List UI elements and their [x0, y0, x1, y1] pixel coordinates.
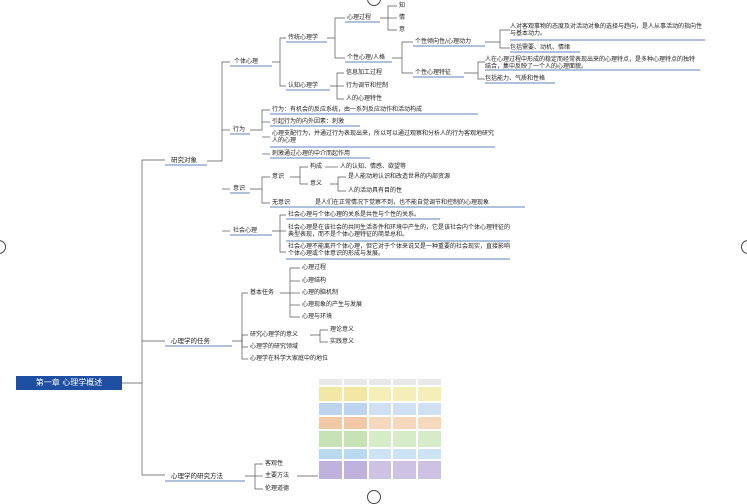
- node-unconscious[interactable]: 无意识: [272, 199, 291, 206]
- node-tendency[interactable]: 个性倾向性/心理动力: [415, 38, 472, 45]
- node-meaning[interactable]: 意义: [310, 180, 323, 187]
- behavior-item-3: 心理支配行为，并通过行为表现出来，所以可以通过观察和分析人的行为客观地研究人的心…: [272, 130, 495, 144]
- node-research-fields[interactable]: 心理学的研究领域: [250, 343, 299, 350]
- node-behavior[interactable]: 行为: [233, 126, 246, 133]
- node-ethics[interactable]: 伦理道德: [265, 485, 290, 492]
- node-tasks[interactable]: 心理学的任务: [171, 337, 210, 345]
- social-item-3: 社会心理不能离开个体心理，但它对于个体来说又是一种重要的社会现实，直接影响个体心…: [288, 243, 511, 257]
- social-item-1: 社会心理与个体心理的关系是共性与个性的关系。: [288, 211, 421, 218]
- node-objectivity[interactable]: 客观性: [265, 460, 284, 467]
- node-social[interactable]: 社会心理: [233, 227, 258, 234]
- node-regulation[interactable]: 行为调节和控制: [346, 82, 389, 89]
- behavior-item-1: 行为：有机会的反应系统，由一系列反应动作和活动构成: [272, 106, 423, 113]
- basic-task-item[interactable]: 心理的脑机制: [302, 289, 339, 296]
- compose-description: 人的认知、情感、欲望等: [340, 163, 407, 170]
- node-main-methods[interactable]: 主要方法: [265, 472, 290, 479]
- node-basic-task[interactable]: 基本任务: [250, 289, 275, 296]
- node-process[interactable]: 心理过程: [347, 14, 372, 21]
- tendency-description: 人对客观事物的态度及对活动对象的选择与趋向，是人从事活动的指向性与基本动力。: [510, 23, 703, 37]
- basic-task-item[interactable]: 心理现象的产生与发展: [302, 301, 363, 308]
- node-qing[interactable]: 情: [399, 14, 406, 21]
- node-compose[interactable]: 构成: [310, 163, 323, 170]
- behavior-item-4: 刺激通过心理的中介而起作用: [272, 150, 351, 157]
- node-traditional[interactable]: 传统心理学: [288, 34, 319, 41]
- node-trait[interactable]: 个性心理特征: [415, 69, 452, 76]
- behavior-item-2: 引起行为的内外因素：刺激: [272, 118, 345, 125]
- root-node[interactable]: 第一章 心理学概述: [16, 376, 122, 390]
- unconscious-description: 是人们在正常情况下觉察不到，也不能自觉调节和控制的心理现象: [315, 199, 490, 206]
- node-methods[interactable]: 心理学的研究方法: [171, 472, 223, 480]
- meaning-item-1: 是人能动地认识和改造世界的内部资源: [348, 173, 451, 180]
- basic-task-item[interactable]: 心理过程: [302, 264, 327, 271]
- trait-includes: 包括能力、气质和性格: [485, 75, 546, 82]
- node-personality[interactable]: 个性心理/人格: [347, 54, 386, 61]
- social-item-2: 社会心理是在该社会的共同生活条件和环境中产生的，它是该社会内个体心理特征的典型表…: [288, 224, 511, 238]
- node-individual[interactable]: 个体心理: [234, 58, 259, 65]
- methods-table-image: [318, 378, 442, 480]
- node-significance[interactable]: 研究心理学的意义: [250, 331, 299, 338]
- trait-description: 人在心理过程中形成的稳定而经常表现出来的心理特点，是多种心理特点的独特结合，集中…: [485, 56, 696, 70]
- node-science-status[interactable]: 心理学在科学大家庭中的地位: [250, 355, 329, 362]
- node-info-processing[interactable]: 信息加工过程: [346, 69, 383, 76]
- node-research-object[interactable]: 研究对象: [171, 156, 197, 164]
- node-conscious[interactable]: 意识: [272, 173, 285, 180]
- node-yi[interactable]: 意: [399, 26, 406, 33]
- resize-handle-bottom[interactable]: [367, 490, 381, 504]
- node-cognitive[interactable]: 认知心理学: [288, 82, 319, 89]
- node-practice-significance[interactable]: 实践意义: [330, 338, 355, 345]
- node-consciousness[interactable]: 意识: [233, 185, 246, 192]
- meaning-item-2: 人的活动具有目的性: [348, 187, 403, 194]
- basic-task-item[interactable]: 心理与环境: [302, 313, 333, 320]
- node-personal-char[interactable]: 人的心理特性: [346, 95, 383, 102]
- node-theory-significance[interactable]: 理论意义: [330, 326, 355, 333]
- node-zhi[interactable]: 知: [399, 2, 406, 9]
- tendency-includes: 包括需要、动机、情绪: [510, 44, 571, 51]
- basic-task-item[interactable]: 心理结构: [302, 277, 327, 284]
